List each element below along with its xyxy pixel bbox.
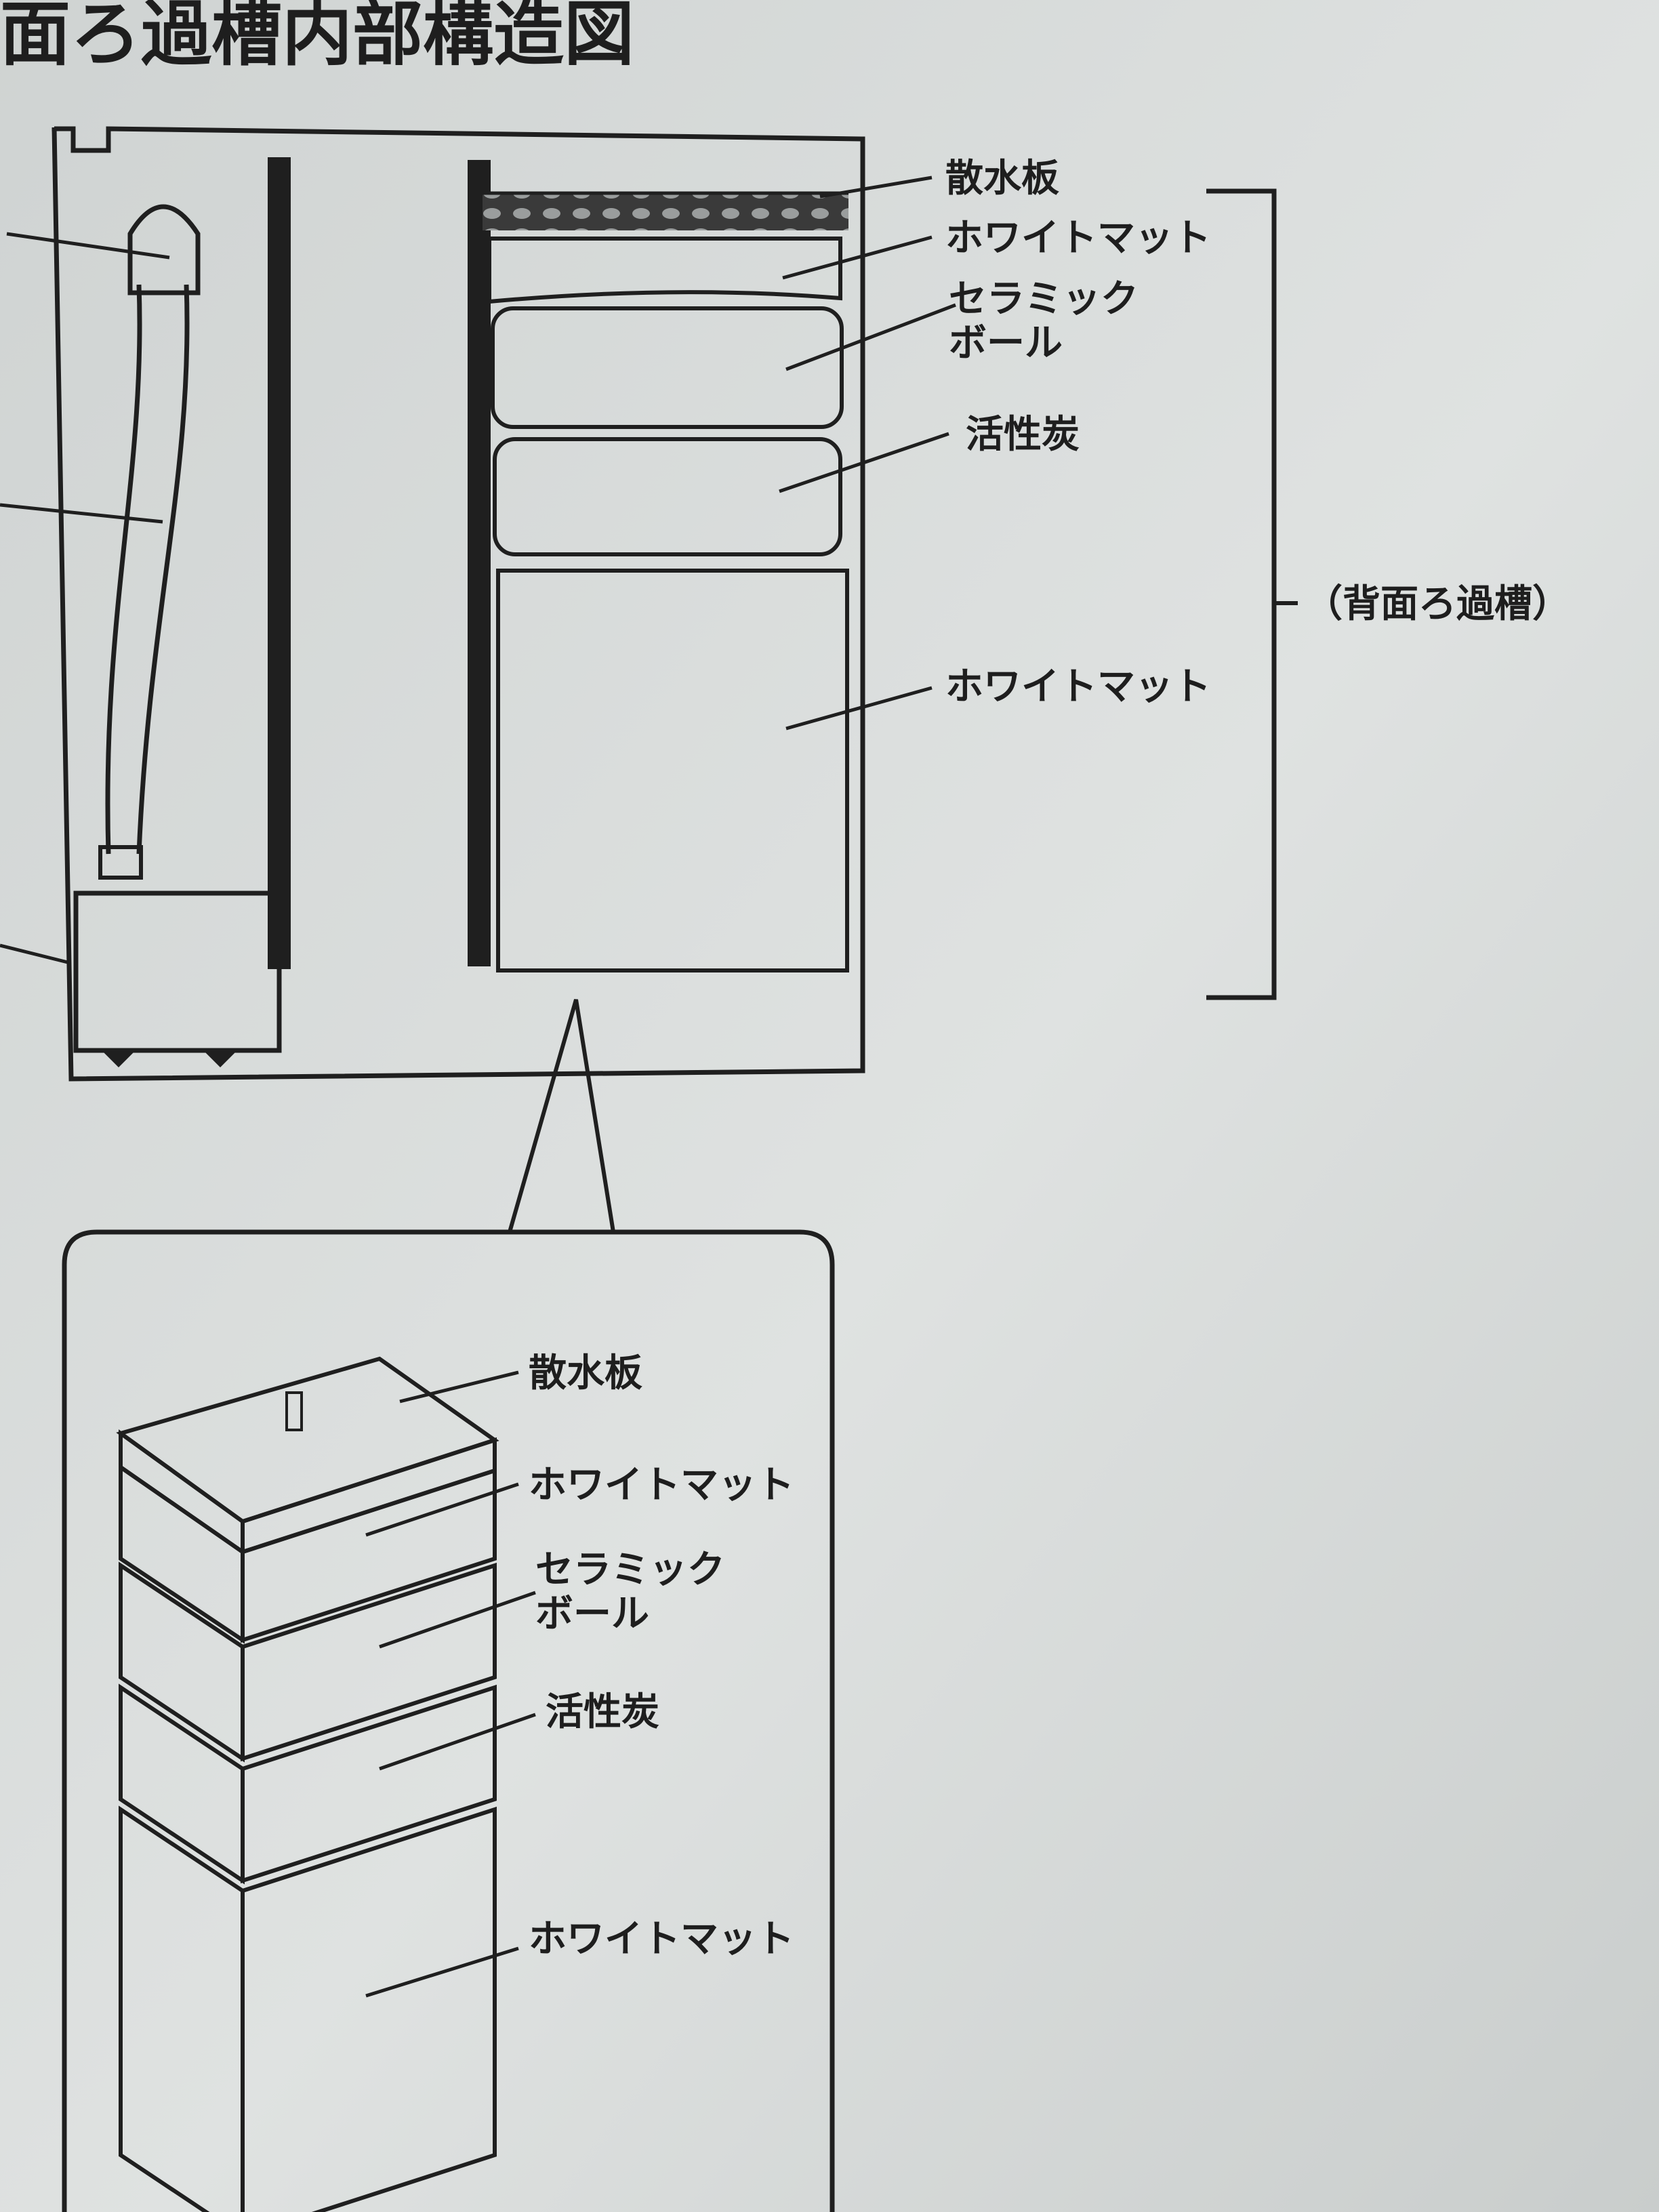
bracket-label: （背面ろ過槽） bbox=[1305, 582, 1570, 626]
pump-pipe-right bbox=[136, 284, 190, 855]
baffle-right bbox=[468, 160, 491, 966]
pump-chamber bbox=[0, 204, 285, 1067]
callout-pointer bbox=[508, 999, 615, 1233]
label-diffuser: 散水板 bbox=[945, 157, 1059, 201]
leader-exploded-carbon bbox=[379, 1713, 536, 1771]
exploded-label-carbon: 活性炭 bbox=[546, 1690, 659, 1734]
exploded-white-mat-bottom-front bbox=[119, 1805, 245, 2212]
leader-white-mat-top bbox=[782, 235, 933, 280]
pump-foot-right bbox=[203, 1050, 237, 1067]
rear-filter-bracket bbox=[1206, 188, 1277, 1000]
leader-pipe bbox=[0, 503, 163, 524]
exploded-label-white-mat-top: ホワイトマット bbox=[529, 1463, 794, 1507]
white-mat-top bbox=[487, 237, 842, 304]
activated-carbon-layer bbox=[493, 437, 842, 556]
exploded-ceramic-side bbox=[241, 1562, 497, 1762]
exploded-label-ceramic-2: ボール bbox=[535, 1592, 649, 1636]
diffuser-plate bbox=[483, 193, 848, 230]
diffuser-nozzle bbox=[285, 1391, 303, 1431]
leader-exploded-diffuser bbox=[399, 1370, 519, 1404]
leader-pump bbox=[0, 943, 68, 964]
leader-exploded-white-mat-bottom bbox=[365, 1946, 519, 1998]
top-tank-diagram: 散水板 ホワイトマット セラミック ボール 活性炭 ホワイトマット （背面ろ過槽… bbox=[0, 126, 1570, 1233]
pump-foot-left bbox=[102, 1050, 136, 1067]
leader-exploded-white-mat-top bbox=[365, 1482, 519, 1537]
exploded-label-white-mat-bottom: ホワイトマット bbox=[529, 1917, 794, 1961]
bottom-exploded-diagram: 散水板 ホワイトマット セラミック ボール 活性炭 ホワイトマット bbox=[62, 1229, 835, 2212]
ceramic-ball-layer bbox=[491, 306, 844, 429]
pump-coupling bbox=[98, 845, 143, 880]
leader-exploded-ceramic bbox=[379, 1591, 536, 1649]
label-ceramic-ball-2: ボール bbox=[949, 321, 1063, 365]
callout-box bbox=[62, 1229, 835, 2212]
pump-nozzle bbox=[127, 204, 201, 295]
tank-left-wall bbox=[52, 127, 73, 1080]
leader-activated-carbon bbox=[779, 432, 949, 493]
page-title: 面ろ過槽内部構造図 bbox=[0, 0, 634, 75]
label-white-mat-top: ホワイトマット bbox=[945, 216, 1211, 260]
exploded-white-mat-top-side bbox=[241, 1467, 497, 1643]
exploded-label-ceramic-1: セラミック bbox=[535, 1548, 725, 1592]
label-activated-carbon: 活性炭 bbox=[966, 413, 1080, 457]
exploded-white-mat-bottom-side bbox=[241, 1806, 497, 2212]
leader-diffuser bbox=[819, 176, 933, 199]
leader-nozzle bbox=[6, 232, 170, 260]
tank-outline bbox=[52, 126, 865, 1082]
exploded-carbon-side bbox=[241, 1684, 497, 1884]
white-mat-bottom bbox=[496, 569, 849, 972]
leader-white-mat-bottom bbox=[785, 686, 933, 731]
baffle-left bbox=[268, 157, 291, 969]
label-white-mat-bottom: ホワイトマット bbox=[945, 665, 1211, 709]
leader-ceramic-ball bbox=[785, 303, 956, 371]
exploded-filter-stack bbox=[116, 1356, 499, 2212]
filter-stack bbox=[483, 191, 849, 972]
label-ceramic-ball-1: セラミック bbox=[949, 277, 1139, 321]
exploded-label-diffuser: 散水板 bbox=[529, 1351, 642, 1395]
pump-pipe-left bbox=[105, 284, 142, 855]
